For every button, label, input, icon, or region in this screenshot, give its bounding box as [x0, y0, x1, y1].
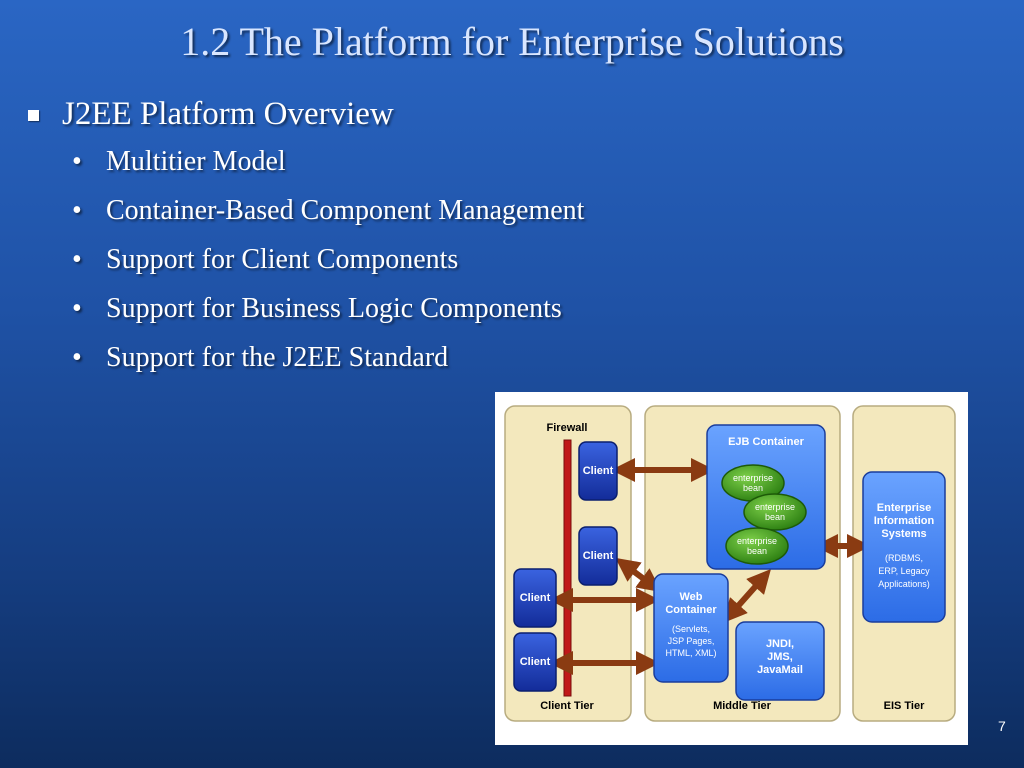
bullet-list: J2EE Platform Overview • Multitier Model … [24, 96, 584, 390]
jndi-jms-javamail-box [735, 621, 825, 701]
eis-label-line1: Enterprise [877, 502, 931, 514]
middle-tier-label: Middle Tier [713, 700, 772, 712]
bullet-dot-icon: • [72, 195, 82, 226]
bullet-dot-icon: • [72, 342, 82, 373]
arrow-web-ejb [723, 569, 771, 623]
sub-bullet-item: • Support for Business Logic Components [24, 292, 584, 341]
main-bullet-text: J2EE Platform Overview [62, 96, 394, 132]
sub-bullet-list: • Multitier Model • Container-Based Compon… [24, 145, 584, 390]
firewall-bar [563, 439, 572, 697]
eis-label-line2: Information [874, 515, 935, 527]
bean-label-line2: bean [747, 546, 767, 556]
bean-label-line1: enterprise [737, 536, 777, 546]
bean-label-line1: enterprise [733, 473, 773, 483]
bean-label-line1: enterprise [755, 502, 795, 512]
enterprise-bean [743, 493, 807, 531]
client-box [513, 632, 557, 692]
bean-label-line2: bean [765, 512, 785, 522]
client-box [578, 526, 618, 586]
eis-detail-line1: (RDBMS, [885, 553, 923, 563]
sub-bullet-text: Support for Business Logic Components [106, 293, 562, 324]
web-container-detail-line2: JSP Pages, [668, 636, 715, 646]
web-container-label-line2: Container [665, 604, 717, 616]
sub-bullet-item: • Container-Based Component Management [24, 194, 584, 243]
sub-bullet-item: • Support for the J2EE Standard [24, 341, 584, 390]
eis-detail-line3: Applications) [878, 579, 930, 589]
client-label: Client [583, 465, 614, 477]
main-bullet: J2EE Platform Overview [24, 96, 584, 133]
client-tier-label: Client Tier [540, 700, 594, 712]
arrow-client2-web [615, 557, 662, 593]
web-container-detail-line1: (Servlets, [672, 624, 710, 634]
slide-title: 1.2 The Platform for Enterprise Solution… [180, 19, 844, 64]
enterprise-information-systems-box [862, 471, 946, 623]
web-container-detail-line3: HTML, XML) [665, 648, 716, 658]
web-container-label-line1: Web [679, 591, 702, 603]
client-label: Client [520, 656, 551, 668]
ejb-container-label: EJB Container [728, 436, 805, 448]
enterprise-bean [725, 527, 789, 565]
sub-bullet-item: • Multitier Model [24, 145, 584, 194]
client-label: Client [520, 592, 551, 604]
firewall-label: Firewall [547, 422, 588, 434]
eis-detail-line2: ERP, Legacy [878, 566, 930, 576]
eis-label-line3: Systems [881, 528, 926, 540]
client-box [578, 441, 618, 501]
bullet-dot-icon: • [72, 244, 82, 275]
sub-bullet-text: Support for Client Components [106, 244, 459, 275]
j2ee-architecture-diagram: Firewall Client Client Client Client EJB… [495, 392, 968, 745]
square-bullet-icon [28, 110, 39, 121]
architecture-diagram-svg: Firewall Client Client Client Client EJB… [504, 405, 956, 722]
page-number: 7 [998, 718, 1006, 734]
bean-label-line2: bean [743, 483, 763, 493]
jndi-label-line3: JavaMail [757, 664, 803, 676]
jndi-label-line2: JMS, [767, 651, 793, 663]
sub-bullet-text: Container-Based Component Management [106, 195, 585, 226]
sub-bullet-item: • Support for Client Components [24, 243, 584, 292]
eis-tier-label: EIS Tier [884, 700, 925, 712]
bullet-dot-icon: • [72, 146, 82, 177]
jndi-label-line1: JNDI, [766, 638, 794, 650]
web-container-box [653, 573, 729, 683]
sub-bullet-text: Multitier Model [106, 146, 286, 177]
client-label: Client [583, 550, 614, 562]
sub-bullet-text: Support for the J2EE Standard [106, 342, 449, 373]
bullet-dot-icon: • [72, 293, 82, 324]
client-box [513, 568, 557, 628]
